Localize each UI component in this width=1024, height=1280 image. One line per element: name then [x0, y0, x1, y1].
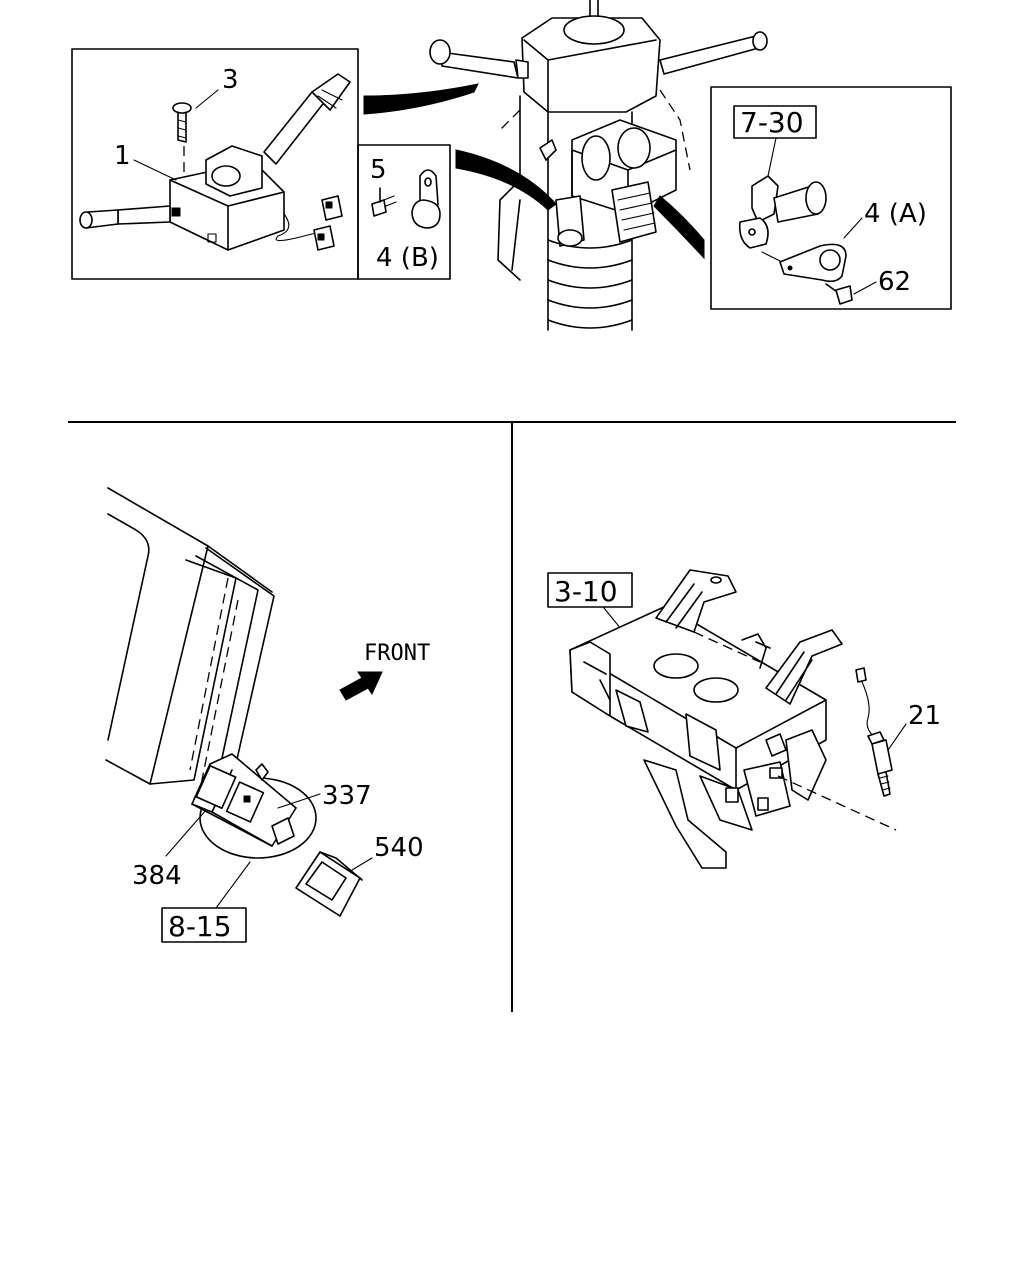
inset-combination-switch: 3 1 [71, 48, 359, 280]
bolt-part [371, 187, 397, 217]
ref-3-10: 3-10 [554, 575, 618, 608]
label-1: 1 [114, 141, 131, 171]
label-384: 384 [132, 861, 182, 891]
arrow-to-right-inset [653, 195, 705, 260]
console-switch-view: FRONT 337 384 540 8-15 [105, 487, 430, 943]
arrow-to-left-inset [363, 83, 479, 115]
inset-clip-b: 5 4 (B) [357, 144, 451, 280]
combination-switch-part [79, 73, 351, 251]
ref-7-30: 7-30 [740, 106, 804, 139]
label-21: 21 [908, 701, 941, 731]
sensor-part [855, 667, 893, 797]
front-label: FRONT [364, 641, 430, 666]
ref-box-3-10 [547, 572, 633, 608]
label-337: 337 [322, 781, 372, 811]
clip-a-part [779, 243, 847, 283]
bracket-assembly-view: 3-10 [547, 569, 941, 869]
label-62: 62 [878, 267, 911, 297]
ref-8-15: 8-15 [168, 910, 232, 943]
label-540: 540 [374, 833, 424, 863]
inset-clip-a: 7-30 4 (A) 62 [710, 86, 952, 310]
bracket-part [738, 175, 827, 249]
arrow-to-middle-inset [455, 149, 557, 211]
steering-column-assembly [429, 0, 768, 331]
clip-part [411, 169, 441, 229]
label-4b: 4 (B) [376, 243, 439, 273]
ref-box-8-15 [161, 907, 247, 943]
switch-pair-part [191, 753, 297, 847]
ref-box-7-30 [733, 105, 817, 139]
label-4a: 4 (A) [864, 199, 927, 229]
bolt-62-part [825, 283, 853, 305]
label-3: 3 [222, 65, 239, 95]
cover-part [295, 851, 363, 917]
label-5: 5 [370, 155, 387, 185]
screw-part [172, 102, 192, 172]
front-arrow-icon [339, 671, 383, 701]
